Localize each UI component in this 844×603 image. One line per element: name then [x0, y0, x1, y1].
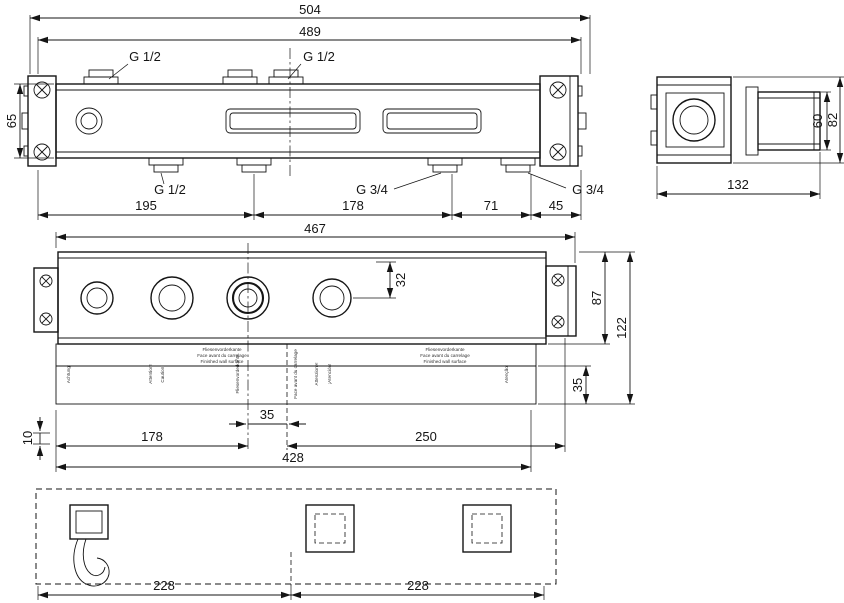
housing-side: [745, 86, 821, 156]
dim-width-overall: 504: [29, 2, 591, 74]
warning-col-2: Attention!: [148, 364, 153, 383]
wall-edge-line-de-2: Fliesenvorderkante: [425, 347, 465, 352]
dim-bracket-height: 82: [733, 76, 844, 164]
port-4: [312, 278, 352, 318]
dim-label-65: 65: [4, 114, 19, 128]
dim-label-195: 195: [135, 198, 157, 213]
dim-label-428: 428: [282, 450, 304, 465]
wall-edge-line-fr: Face avant du carrelage: [197, 353, 247, 358]
mounting-bracket-left: [21, 75, 57, 167]
dim-edge-offset: 10: [20, 417, 50, 460]
warning-col-3: Caution!: [160, 365, 165, 382]
dim-left-span: 178: [55, 410, 248, 472]
front-plate-right: [545, 265, 577, 337]
dim-label-10: 10: [20, 431, 35, 445]
dim-tile-zone: 35: [538, 365, 591, 404]
pipe-clip-assembly: [69, 504, 110, 587]
dim-label-45: 45: [549, 198, 563, 213]
dim-front-width: 467: [55, 221, 576, 263]
dim-chain-footprint: 228 228: [37, 552, 545, 600]
wall-edge-rot-1: Fliesenvorderkante: [235, 354, 240, 394]
dim-housing-height: 60: [810, 91, 831, 151]
dim-label-132: 132: [727, 177, 749, 192]
dim-total-height: 122: [538, 252, 635, 405]
rough-body: [55, 83, 541, 159]
dim-label-32: 32: [393, 273, 408, 287]
thread-label-bottom-mid: G 3/4: [356, 172, 442, 197]
dim-label-178-top: 178: [342, 198, 364, 213]
wall-edge-rot-2: Face avant du carrelage: [293, 349, 298, 399]
wall-edge-line-en-2: Finished wall surface: [424, 359, 467, 364]
dim-label-228-right: 228: [407, 578, 429, 593]
wall-edge-line-en: Finished wall surface: [201, 359, 244, 364]
top-view: 504 489 G 1/2 G 1/2: [4, 2, 604, 220]
mounting-box-right: [462, 504, 512, 553]
dim-port-offset: 32: [353, 261, 408, 299]
dim-template-width: 428: [56, 410, 532, 472]
side-view: 60 82 132: [650, 76, 844, 199]
thread-bottom-right-label: G 3/4: [572, 182, 604, 197]
dim-right-span: 250: [287, 338, 566, 452]
bottom-view: 228 228: [35, 488, 557, 600]
dim-label-250: 250: [415, 429, 437, 444]
dim-front-body-height: 87: [548, 251, 635, 345]
dim-center-gap: 35: [229, 407, 306, 428]
thread-top-left-label: G 1/2: [129, 49, 161, 64]
thread-label-top-left: G 1/2: [108, 49, 161, 80]
dim-label-178-front: 178: [141, 429, 163, 444]
thread-label-top-center: G 1/2: [287, 49, 335, 80]
warning-col-6: Atenção!: [504, 365, 509, 383]
outlet-stubs-bottom: [148, 157, 536, 173]
dim-label-467: 467: [304, 221, 326, 236]
dim-depth: 132: [656, 152, 821, 199]
wall-edge-text-block-right: Fliesenvorderkante Face avant du carrela…: [420, 347, 470, 364]
inlet-stubs-top: [83, 69, 304, 85]
thread-bottom-left-label: G 1/2: [154, 182, 186, 197]
thread-label-bottom-right: G 3/4: [527, 172, 604, 197]
warning-col-1: Achtung!: [66, 365, 71, 383]
dim-label-87: 87: [589, 291, 604, 305]
front-view: 467: [20, 221, 635, 472]
dim-label-35-v: 35: [570, 378, 585, 392]
dim-label-489: 489: [299, 24, 321, 39]
dim-label-504: 504: [299, 2, 321, 17]
port-1: [80, 281, 114, 315]
wall-edge-line-fr-2: Face avant du carrelage: [420, 353, 470, 358]
front-body: [57, 251, 547, 345]
dim-label-228-left: 228: [153, 578, 175, 593]
dim-chain-bottom: 195 178 71 45: [37, 170, 582, 220]
warning-col-4: Attenzione!: [314, 363, 319, 386]
dim-label-60: 60: [810, 114, 825, 128]
mounting-bracket-right: [539, 75, 587, 167]
thread-bottom-mid-label: G 3/4: [356, 182, 388, 197]
mounting-box-mid: [305, 504, 355, 553]
dim-label-122: 122: [614, 317, 629, 339]
wall-edge-text-block-left: Fliesenvorderkante Face avant du carrela…: [197, 347, 247, 364]
wall-bracket-side: [650, 76, 732, 164]
warning-col-5: ¡Atención!: [327, 364, 332, 385]
template-panel: Fliesenvorderkante Face avant du carrela…: [55, 343, 537, 450]
dim-width-inner: 489: [37, 24, 582, 74]
thread-label-bottom-left: G 1/2: [154, 172, 186, 197]
port-2: [150, 276, 194, 320]
wall-edge-line-de: Fliesenvorderkante: [202, 347, 242, 352]
footprint-outline: [35, 488, 557, 585]
dim-label-82: 82: [825, 113, 840, 127]
dim-label-35-gap: 35: [260, 407, 274, 422]
warning-text-columns: Achtung! Attention! Caution! Fliesenvord…: [66, 349, 509, 399]
thread-top-center-label: G 1/2: [303, 49, 335, 64]
front-plate-left: [33, 267, 59, 333]
dim-body-height: 65: [4, 83, 54, 159]
dim-label-71: 71: [484, 198, 498, 213]
